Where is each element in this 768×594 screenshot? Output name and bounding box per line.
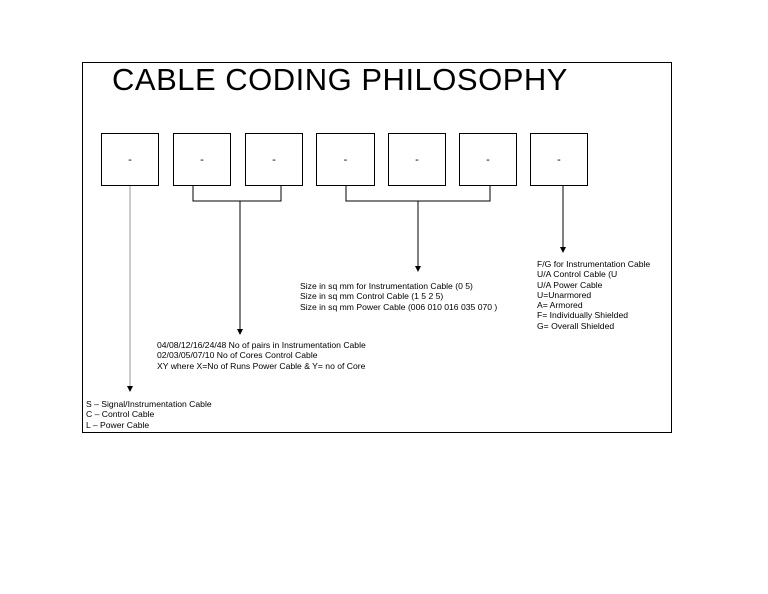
legend-line: F= Individually Shielded [537, 310, 629, 321]
legend-line: G= Overall Shielded [537, 320, 615, 331]
code-box-size-1: - [316, 133, 375, 186]
legend-line: F/G for Instrumentation Cable [537, 259, 651, 269]
cable-type-legend: S – Signal/Instrumentation Cable C – Con… [86, 399, 212, 430]
code-box-size-3: - [459, 133, 517, 186]
connector-count-arrow [237, 329, 243, 335]
legend-line: S – Signal/Instrumentation Cable [86, 399, 212, 409]
diagram-frame [82, 62, 672, 433]
legend-line: L – Power Cable [86, 419, 150, 430]
legend-line: U/A Control Cable (U [537, 269, 618, 280]
legend-line: Size in sq mm for Instrumentation Cable … [300, 281, 473, 291]
code-box-cable-type: - [101, 133, 159, 186]
legend-line: Size in sq mm Power Cable (006 010 016 0… [300, 301, 498, 312]
armour-legend: F/G for Instrumentation Cable U/A Contro… [537, 259, 650, 331]
connector-size-bracket [345, 186, 491, 202]
connector-cable-type-arrow [127, 386, 133, 392]
code-box-armour: - [530, 133, 588, 186]
legend-line: 04/08/12/16/24/48 No of pairs in Instrum… [157, 340, 366, 350]
code-box-count-2: - [245, 133, 303, 186]
legend-line: 02/03/05/07/10 No of Cores Control Cable [157, 350, 318, 361]
legend-line: Size in sq mm Control Cable (1 5 2 5) [300, 291, 444, 302]
legend-line: U=Unarmored [537, 289, 592, 300]
legend-line: A= Armored [537, 300, 583, 311]
count-legend: 04/08/12/16/24/48 No of pairs in Instrum… [157, 340, 366, 371]
code-box-count-1: - [173, 133, 231, 186]
page-title: CABLE CODING PHILOSOPHY [112, 62, 568, 97]
connector-count-bracket [192, 186, 282, 202]
legend-line: U/A Power Cable [537, 279, 603, 290]
legend-line: C – Control Cable [86, 409, 155, 420]
connector-size-arrow [415, 266, 421, 272]
legend-line: XY where X=No of Runs Power Cable & Y= n… [157, 360, 366, 371]
code-box-size-2: - [388, 133, 446, 186]
connector-armour-arrow [560, 247, 566, 253]
size-legend: Size in sq mm for Instrumentation Cable … [300, 281, 497, 312]
